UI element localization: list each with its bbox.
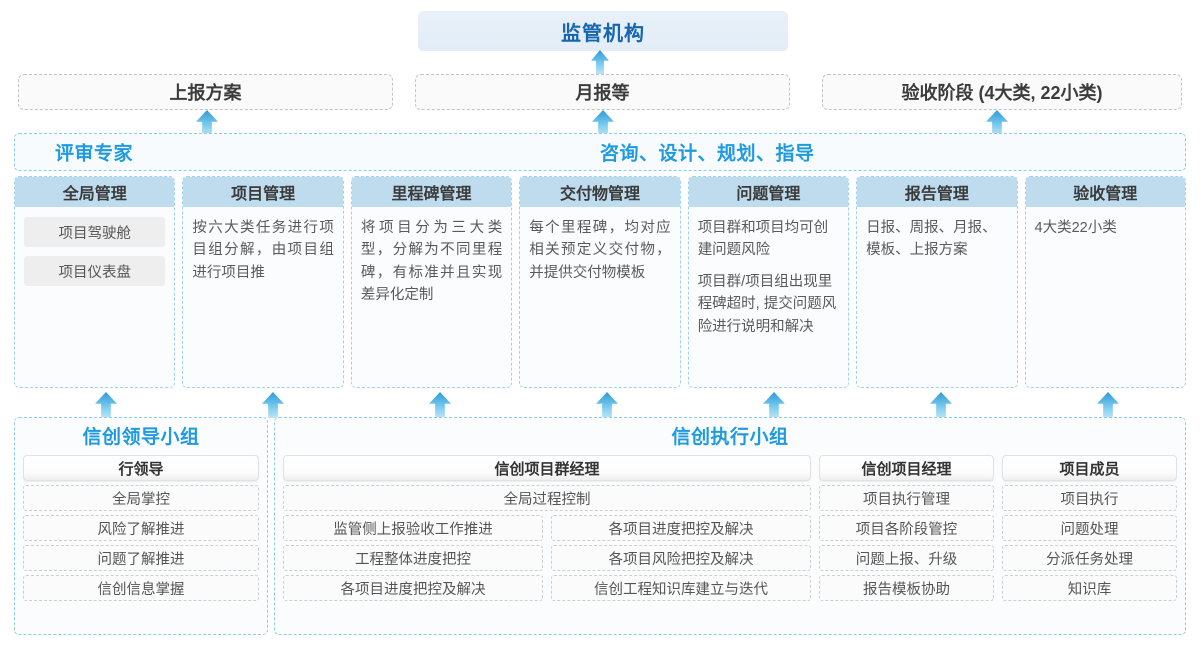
arrow-up-to-mgmt-deliverable bbox=[596, 392, 618, 418]
leadership-task[interactable]: 问题了解推进 bbox=[23, 545, 259, 571]
project-member-task[interactable]: 项目执行 bbox=[1002, 485, 1177, 511]
mgmt-card-body: 按六大类任务进行项目组分解，由项目组进行项目推 bbox=[183, 207, 342, 387]
mgmt-card-paragraph: 按六大类任务进行项目组分解，由项目组进行项目推 bbox=[192, 220, 334, 281]
arrow-up-to-mgmt-project bbox=[262, 392, 284, 418]
arrow-monthly-to-regulator bbox=[591, 50, 609, 74]
regulator-label: 监管机构 bbox=[561, 22, 645, 45]
mgmt-card-title: 里程碑管理 bbox=[351, 177, 512, 207]
mgmt-card-deliverable[interactable]: 交付物管理 每个里程碑，均对应相关预定义交付物，并提供交付物模板 bbox=[519, 176, 681, 388]
leadership-task[interactable]: 信创信息掌握 bbox=[23, 575, 259, 601]
mgmt-card-title: 交付物管理 bbox=[520, 177, 680, 207]
program-manager-column: 信创项目群经理 全局过程控制 监管侧上报验收工作推进 工程整体进度把控 各项目进… bbox=[283, 455, 811, 601]
mgmt-card-report[interactable]: 报告管理 日报、周报、月报、模板、上报方案 bbox=[856, 176, 1018, 388]
report-label-acceptance: 验收阶段 (4大类, 22小类) bbox=[901, 83, 1103, 103]
project-member-task[interactable]: 分派任务处理 bbox=[1002, 545, 1177, 571]
mgmt-card-paragraph: 项目群和项目均可创建问题风险 bbox=[697, 220, 829, 259]
execution-group: 信创执行小组 信创项目群经理 全局过程控制 监管侧上报验收工作推进 工程整体进度… bbox=[274, 417, 1186, 635]
project-member-role[interactable]: 项目成员 bbox=[1002, 455, 1177, 481]
project-manager-task[interactable]: 报告模板协助 bbox=[819, 575, 994, 601]
mgmt-card-paragraph: 日报、周报、月报、模板、上报方案 bbox=[866, 220, 997, 259]
mgmt-card-title: 报告管理 bbox=[857, 177, 1017, 207]
mgmt-card-body: 项目群和项目均可创建问题风险 项目群/项目组出现里程碑超时, 提交问题风险进行说… bbox=[689, 207, 848, 387]
execution-columns: 信创项目群经理 全局过程控制 监管侧上报验收工作推进 工程整体进度把控 各项目进… bbox=[283, 455, 1177, 601]
leadership-task[interactable]: 全局掌控 bbox=[23, 485, 259, 511]
program-manager-task[interactable]: 各项目进度把控及解决 bbox=[551, 515, 811, 541]
report-label-plan: 上报方案 bbox=[169, 83, 242, 103]
program-manager-task-global[interactable]: 全局过程控制 bbox=[283, 485, 811, 511]
program-manager-task[interactable]: 工程整体进度把控 bbox=[283, 545, 543, 571]
report-box-plan: 上报方案 bbox=[18, 74, 393, 110]
project-manager-task[interactable]: 项目各阶段管控 bbox=[819, 515, 994, 541]
management-card-row: 全局管理 项目驾驶舱 项目仪表盘 项目管理 按六大类任务进行项目组分解，由项目组… bbox=[14, 176, 1186, 388]
program-manager-task-col-right: 各项目进度把控及解决 各项目风险把控及解决 信创工程知识库建立与迭代 bbox=[551, 515, 811, 601]
mgmt-card-body: 4大类22小类 bbox=[1026, 207, 1185, 387]
mgmt-card-title: 问题管理 bbox=[688, 177, 849, 207]
program-manager-role[interactable]: 信创项目群经理 bbox=[283, 455, 811, 481]
arrow-up-to-mgmt-milestone bbox=[429, 392, 451, 418]
mgmt-card-title: 项目管理 bbox=[183, 177, 343, 207]
report-label-monthly: 月报等 bbox=[575, 83, 630, 103]
mgmt-card-body: 日报、周报、月报、模板、上报方案 bbox=[857, 207, 1016, 387]
program-manager-task-col-left: 监管侧上报验收工作推进 工程整体进度把控 各项目进度把控及解决 bbox=[283, 515, 543, 601]
leadership-group-title: 信创领导小组 bbox=[82, 427, 200, 448]
project-manager-column: 信创项目经理 项目执行管理 项目各阶段管控 问题上报、升级 报告模板协助 bbox=[819, 455, 994, 601]
mgmt-card-issue[interactable]: 问题管理 项目群和项目均可创建问题风险 项目群/项目组出现里程碑超时, 提交问题… bbox=[687, 176, 850, 388]
arrow-up-to-mgmt-issue bbox=[763, 392, 785, 418]
mgmt-card-body: 每个里程碑，均对应相关预定义交付物，并提供交付物模板 bbox=[520, 207, 679, 387]
mgmt-card-project[interactable]: 项目管理 按六大类任务进行项目组分解，由项目组进行项目推 bbox=[182, 176, 344, 388]
mgmt-card-paragraph: 项目群/项目组出现里程碑超时, 提交问题风险进行说明和解决 bbox=[697, 273, 837, 335]
mgmt-card-acceptance[interactable]: 验收管理 4大类22小类 bbox=[1024, 176, 1186, 388]
leadership-role[interactable]: 行领导 bbox=[23, 455, 259, 481]
program-manager-task[interactable]: 信创工程知识库建立与迭代 bbox=[551, 575, 811, 601]
mgmt-pill[interactable]: 项目仪表盘 bbox=[24, 256, 166, 286]
mgmt-pill[interactable]: 项目驾驶舱 bbox=[24, 217, 166, 247]
mgmt-card-title: 全局管理 bbox=[15, 177, 175, 207]
leadership-task[interactable]: 风险了解推进 bbox=[23, 515, 259, 541]
mgmt-card-global[interactable]: 全局管理 项目驾驶舱 项目仪表盘 bbox=[14, 176, 176, 388]
mgmt-card-milestone[interactable]: 里程碑管理 将项目分为三大类型，分解为不同里程碑，有标准并且实现差异化定制 bbox=[350, 176, 513, 388]
mgmt-card-paragraph: 每个里程碑，均对应相关预定义交付物，并提供交付物模板 bbox=[529, 220, 671, 281]
program-manager-task[interactable]: 监管侧上报验收工作推进 bbox=[283, 515, 543, 541]
consulting-label: 咨询、设计、规划、指导 bbox=[600, 143, 815, 165]
arrow-up-to-mgmt-report bbox=[930, 392, 952, 418]
report-box-acceptance: 验收阶段 (4大类, 22小类) bbox=[822, 74, 1182, 110]
program-manager-task[interactable]: 各项目进度把控及解决 bbox=[283, 575, 543, 601]
project-member-column: 项目成员 项目执行 问题处理 分派任务处理 知识库 bbox=[1002, 455, 1177, 601]
arrow-up-to-mgmt-acceptance bbox=[1097, 392, 1119, 418]
leadership-group: 信创领导小组 行领导 全局掌控 风险了解推进 问题了解推进 信创信息掌握 bbox=[14, 417, 268, 635]
program-manager-task-grid: 监管侧上报验收工作推进 工程整体进度把控 各项目进度把控及解决 各项目进度把控及… bbox=[283, 515, 811, 601]
project-member-task[interactable]: 问题处理 bbox=[1002, 515, 1177, 541]
project-member-task[interactable]: 知识库 bbox=[1002, 575, 1177, 601]
project-manager-role[interactable]: 信创项目经理 bbox=[819, 455, 994, 481]
program-manager-task[interactable]: 各项目风险把控及解决 bbox=[551, 545, 811, 571]
project-manager-task[interactable]: 项目执行管理 bbox=[819, 485, 994, 511]
project-manager-task[interactable]: 问题上报、升级 bbox=[819, 545, 994, 571]
mgmt-card-paragraph: 4大类22小类 bbox=[1034, 220, 1117, 236]
review-expert-label: 评审专家 bbox=[55, 143, 134, 165]
regulator-box: 监管机构 bbox=[418, 11, 788, 51]
mgmt-card-body: 项目驾驶舱 项目仪表盘 bbox=[15, 207, 174, 387]
execution-group-title: 信创执行小组 bbox=[671, 427, 789, 448]
mgmt-card-title: 验收管理 bbox=[1025, 177, 1185, 207]
mgmt-card-body: 将项目分为三大类型，分解为不同里程碑，有标准并且实现差异化定制 bbox=[352, 207, 511, 387]
consultant-band: 评审专家 咨询、设计、规划、指导 bbox=[14, 133, 1186, 171]
report-box-monthly: 月报等 bbox=[415, 74, 790, 110]
mgmt-card-paragraph: 将项目分为三大类型，分解为不同里程碑，有标准并且实现差异化定制 bbox=[360, 220, 503, 304]
arrow-up-to-mgmt-global bbox=[95, 392, 117, 418]
